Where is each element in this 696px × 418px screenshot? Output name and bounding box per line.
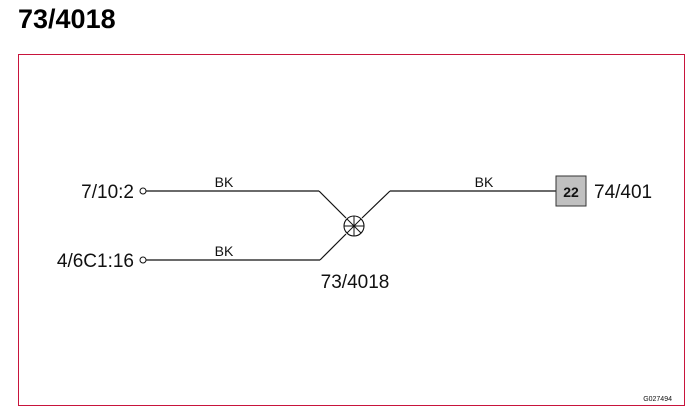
connector-pin-box — [555, 175, 587, 207]
wire-right-diagonal — [361, 190, 391, 219]
wire-color-bottom-left: BK — [215, 243, 234, 259]
connector-label-right: 74/401 — [594, 182, 652, 203]
splice-label: 73/4018 — [321, 272, 390, 293]
connector-pin-number: 22 — [563, 184, 579, 200]
wire-bottom-left-diagonal — [319, 233, 347, 261]
wire-color-top-left: BK — [215, 174, 234, 190]
page-title: 73/4018 — [18, 4, 116, 34]
connector-end-top-icon — [139, 187, 147, 195]
connector-label-left-bottom: 4/6C1:16 — [57, 251, 134, 272]
diagram-frame — [18, 54, 685, 406]
splice-circle-cross-icon — [343, 215, 365, 237]
wire-top-left-diagonal — [318, 190, 347, 219]
connector-label-left-top: 7/10:2 — [81, 182, 134, 203]
figure-code: G027494 — [643, 396, 672, 403]
connector-end-bottom-icon — [139, 256, 147, 264]
wire-color-right: BK — [475, 174, 494, 190]
